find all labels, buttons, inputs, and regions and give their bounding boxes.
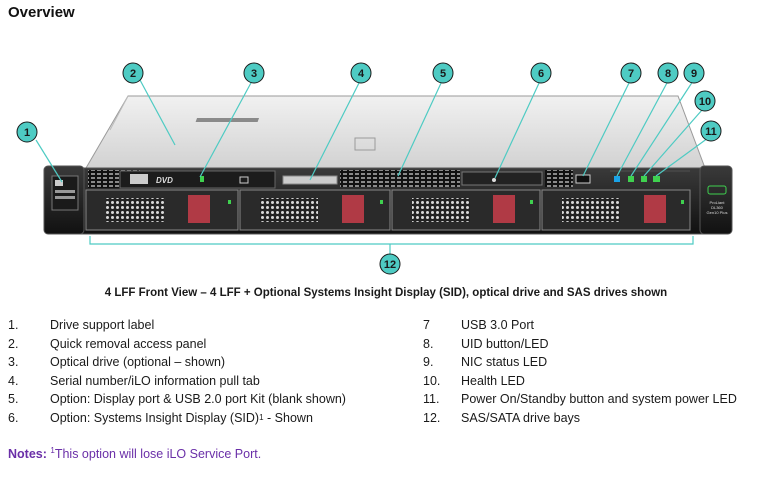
callout-1: 1 [16, 121, 38, 143]
footnote-marker: 1 [50, 446, 55, 455]
notes-label: Notes: [8, 447, 47, 462]
svg-text:6: 6 [538, 68, 544, 80]
access-panel [85, 95, 706, 169]
notes-text: This option will lose iLO Service Port. [54, 447, 262, 462]
legend-item: 12. SAS/SATA drive bays [423, 409, 737, 428]
dvd-logo: DVD [156, 176, 173, 185]
legend-item: 3. Optical drive (optional – shown) [8, 353, 346, 372]
legend-text: USB 3.0 Port [461, 318, 534, 332]
legend-text: Option: Systems Insight Display (SID) [50, 410, 260, 425]
model-label-2: DL360 [711, 205, 724, 210]
svg-text:3: 3 [251, 68, 257, 80]
legend-right: 7 USB 3.0 Port 8. UID button/LED 9. NIC sta… [423, 316, 737, 427]
health-led [641, 176, 647, 182]
notes: Notes: 1This option will lose iLO Servic… [8, 446, 261, 461]
legend-number: 7 [423, 318, 430, 332]
drive-bay-3[interactable] [391, 189, 541, 231]
footnote-marker: 1 [259, 412, 264, 422]
legend-item: 4. Serial number/iLO information pull tab [8, 372, 346, 391]
legend-number: 11. [423, 392, 440, 406]
svg-text:2: 2 [130, 68, 136, 80]
legend-item: 11. Power On/Standby button and system po… [423, 390, 737, 409]
svg-text:4: 4 [358, 68, 365, 80]
model-label-3: Gen10 Plus [707, 210, 728, 215]
uid-led[interactable] [614, 176, 620, 182]
legend-text: NIC status LED [461, 355, 548, 369]
model-label-1: ProLiant [710, 200, 726, 205]
legend-left: 1. Drive support label 2. Quick removal ac… [8, 316, 346, 427]
legend-number: 5. [8, 392, 19, 406]
legend-text: Power On/Standby button and system power… [461, 392, 737, 406]
svg-text:7: 7 [628, 68, 634, 80]
callout-9: 9 [683, 62, 705, 84]
usb-port-icon[interactable] [575, 174, 591, 184]
page-title: Overview [8, 4, 75, 21]
callout-8: 8 [657, 62, 679, 84]
legend-number: 4. [8, 373, 19, 388]
callout-7: 7 [620, 62, 642, 84]
legend-text: Optical drive (optional – shown) [50, 355, 226, 369]
figure-caption: 4 LFF Front View – 4 LFF + Optional Syst… [104, 287, 668, 299]
legend-text: Option: Display port & USB 2.0 port Kit … [50, 392, 346, 406]
legend-number: 2. [8, 336, 19, 351]
server-front-diagram: DVD ProLiant DL360 [16, 62, 733, 275]
leader-lines [35, 79, 709, 254]
svg-text:8: 8 [665, 68, 671, 80]
callout-6: 6 [530, 62, 552, 84]
drive-bay-1[interactable] [85, 189, 239, 231]
legend-item: 6. Option: Systems Insight Display (SID)1… [8, 409, 346, 428]
legend-item: 9. NIC status LED [423, 353, 737, 372]
callout-10: 10 [694, 90, 716, 112]
legend-item: 5. Option: Display port & USB 2.0 port Ki… [8, 390, 346, 409]
svg-text:5: 5 [440, 68, 446, 80]
legend-text: Serial number/iLO information pull tab [50, 373, 260, 388]
callout-5: 5 [432, 62, 454, 84]
legend-item: 1. Drive support label [8, 316, 346, 335]
right-rack-ear [699, 165, 733, 235]
legend-number: 3. [8, 355, 19, 369]
callout-2: 2 [122, 62, 144, 84]
power-button[interactable] [653, 176, 660, 182]
callout-11: 11 [700, 120, 722, 142]
legend-text: SAS/SATA drive bays [461, 410, 581, 425]
legend-item: 7 USB 3.0 Port [423, 316, 737, 335]
legend-number: 6. [8, 410, 19, 425]
drive-bay-4[interactable] [541, 189, 691, 231]
callout-3: 3 [243, 62, 265, 84]
svg-text:11: 11 [705, 126, 717, 138]
legend-number: 1. [8, 318, 19, 332]
legend-text: Quick removal access panel [50, 336, 207, 351]
legend-text: UID button/LED [461, 336, 549, 351]
legend-number: 8. [423, 336, 434, 351]
svg-text:10: 10 [699, 96, 711, 108]
legend-suffix: - Shown [263, 410, 313, 425]
svg-text:9: 9 [691, 68, 697, 80]
legend-number: 10. [423, 373, 441, 388]
legend-number: 9. [423, 355, 434, 369]
svg-text:12: 12 [384, 259, 396, 271]
optical-drive [119, 170, 276, 189]
display-usb-blank [461, 171, 543, 186]
legend-item: 8. UID button/LED [423, 335, 737, 354]
legend-item: 2. Quick removal access panel [8, 335, 346, 354]
legend-text: Drive support label [50, 318, 155, 332]
legend-number: 12. [423, 410, 441, 425]
svg-text:1: 1 [24, 127, 30, 139]
legend-text: Health LED [461, 373, 525, 388]
drive-bay-2[interactable] [239, 189, 391, 231]
callout-4: 4 [350, 62, 372, 84]
legend-item: 10. Health LED [423, 372, 737, 391]
callout-12: 12 [379, 253, 401, 275]
nic-led [628, 176, 634, 182]
